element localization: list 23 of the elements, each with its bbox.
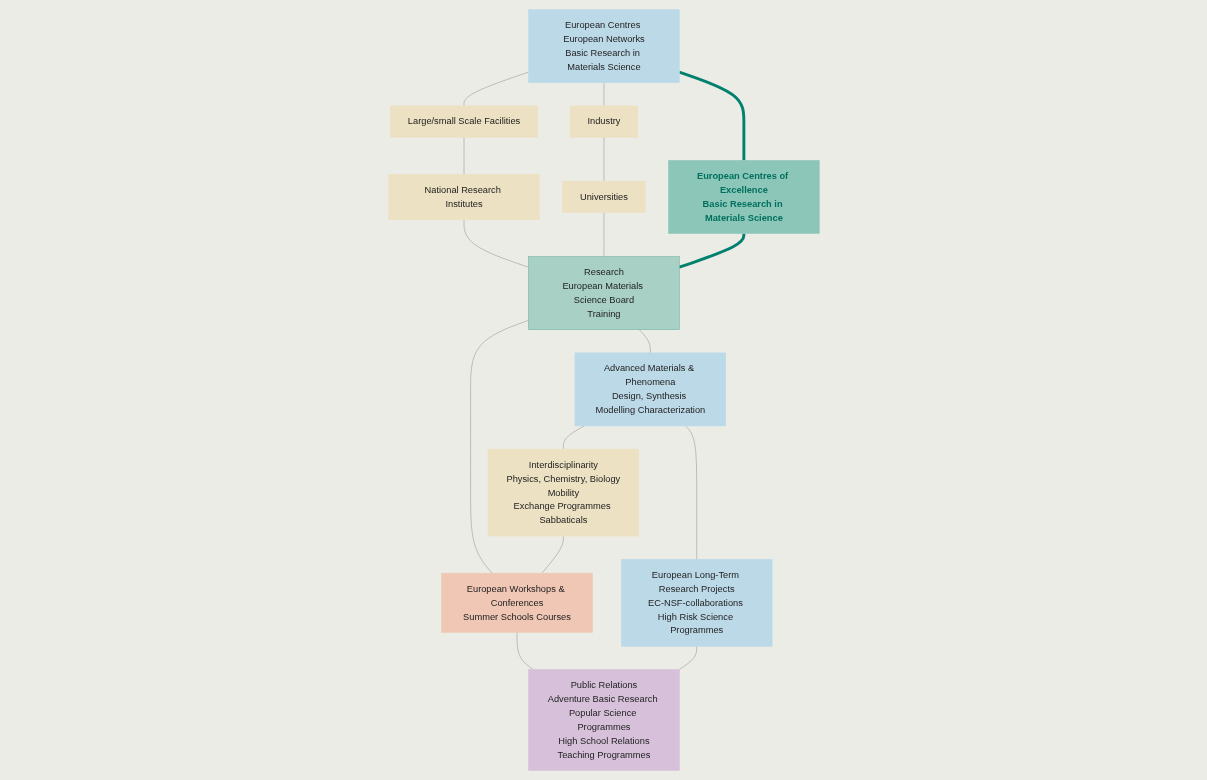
node-box: European Long-Term Research Projects EC-NSF-collaborations High Risk Science Programmes	[620, 559, 772, 647]
node-box: Research European Materials Science Board Training	[527, 256, 680, 330]
connector	[463, 219, 529, 268]
node-box: European Workshops & Conferences Summer Schools Courses	[440, 572, 593, 633]
connector	[463, 71, 529, 107]
node-box: Interdisciplinarity Physics, Chemistry, Biology Mobility Exchange Programmes Sabbaticals	[487, 448, 639, 537]
connector	[562, 425, 585, 450]
connector	[678, 70, 745, 161]
connector	[541, 535, 564, 574]
connector	[516, 632, 534, 670]
node-box: Industry	[569, 105, 638, 138]
node-box: European Centres European Networks Basic Research in Materials Science	[527, 9, 680, 83]
node-box: European Centres of Excellence Basic Research in Materials Science	[667, 160, 820, 234]
node-box: National Research Institutes	[387, 174, 540, 220]
connector	[678, 233, 745, 269]
node-box: Universities	[561, 181, 646, 213]
connector	[678, 646, 697, 670]
connector	[684, 425, 697, 560]
connector	[638, 329, 651, 354]
connector	[469, 320, 529, 574]
node-box: Advanced Materials & Phenomena Design, Synthesis Modelling Characterization	[574, 352, 726, 427]
node-box: Large/small Scale Facilities	[389, 105, 538, 138]
node-box: Public Relations Adventure Basic Research Popular Science Programmes High School Relations Teaching Programmes	[527, 669, 680, 771]
